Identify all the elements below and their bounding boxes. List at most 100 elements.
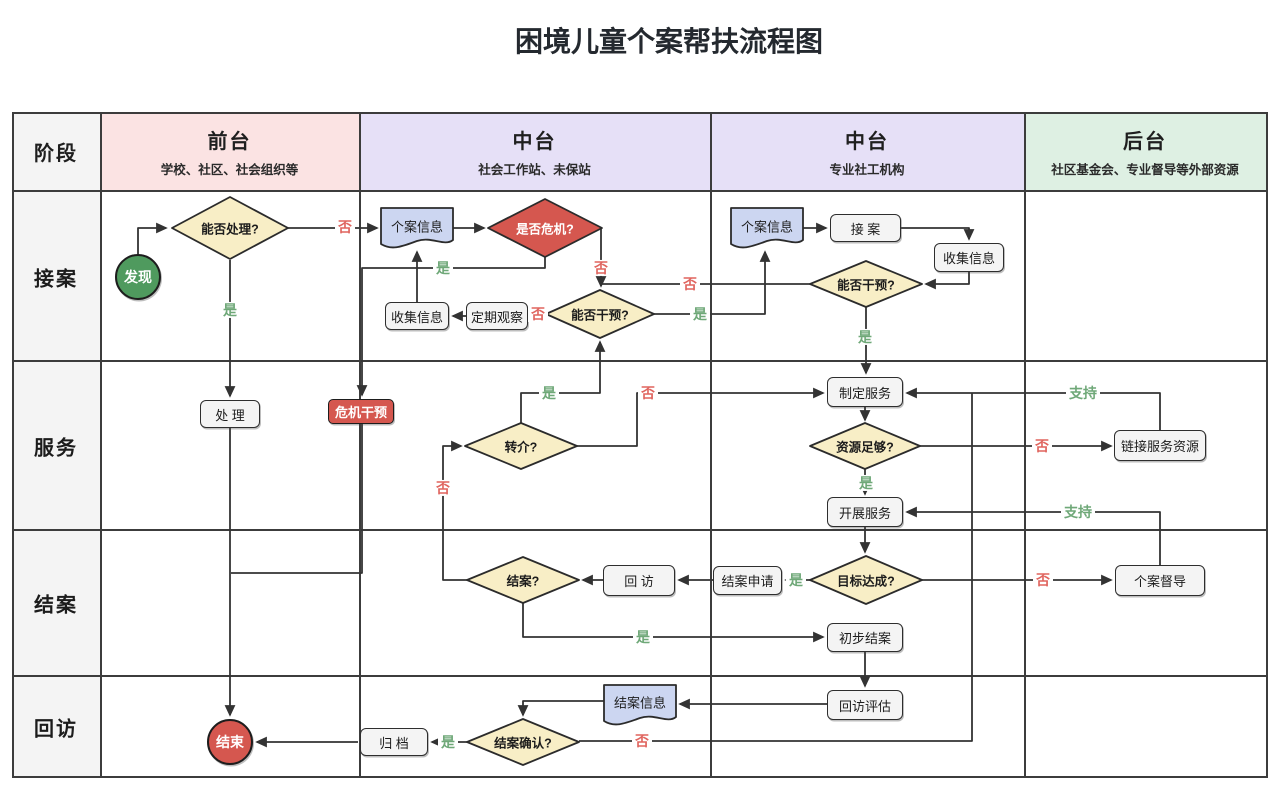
stage-header: 阶段 [12, 112, 100, 191]
edge-refer-yes [520, 340, 606, 423]
decision-label-close-q: 结案? [506, 574, 540, 589]
start-node: 发现 [115, 254, 161, 300]
lane-subtitle: 学校、社区、社会组织等 [160, 163, 299, 177]
edge-label-close-q-yes: 是 [633, 628, 653, 646]
grid-line [1266, 112, 1268, 778]
edge-closeconfirm-no-feedback [579, 393, 973, 742]
process-archive: 归 档 [360, 728, 428, 756]
lane-title: 中台 [512, 131, 557, 153]
decision-goal-achieved [809, 555, 923, 605]
lane-title: 后台 [1123, 131, 1167, 153]
lane-subtitle: 社区基金会、专业督导等外部资源 [1051, 163, 1239, 177]
lane-header-front: 前台 学校、社区、社会组织等 [100, 112, 359, 191]
edge-canintervene-mid-yes [654, 250, 771, 315]
edge-label-can-handle-yes: 是 [220, 301, 240, 319]
end-node: 结束 [207, 719, 253, 765]
decision-can-intervene-right [809, 260, 923, 308]
lane-header-middle2: 中台 专业社工机构 [710, 112, 1024, 191]
decision-can-intervene-mid [545, 289, 655, 339]
edge-label-resource-no: 否 [1032, 437, 1052, 455]
edge-accept-to-collect [901, 227, 975, 241]
document-label-close-info: 结案信息 [613, 695, 667, 711]
edge-label-close-q-no: 否 [433, 479, 453, 497]
edge-label-supervise-support: 支持 [1061, 503, 1095, 521]
edge-label-can-handle-no: 否 [335, 218, 355, 236]
decision-label-close-confirm: 结案确认? [494, 736, 552, 751]
decision-can-handle [171, 196, 289, 260]
decision-label-enough-resource: 资源足够? [836, 440, 894, 455]
process-handle: 处 理 [200, 400, 260, 428]
row-label-closing: 结案 [34, 594, 78, 617]
document-label-case-info-right: 个案信息 [740, 219, 794, 235]
edge-label-goal-yes: 是 [786, 571, 806, 589]
edge-refer-no [577, 387, 825, 447]
decision-refer [464, 422, 578, 470]
edge-supervise-support [905, 506, 1161, 565]
grid-line [12, 112, 1268, 114]
edge-label-can-intervene-mid-yes: 是 [690, 305, 710, 323]
grid-line [12, 529, 1268, 531]
grid-line [12, 675, 1268, 677]
document-label-case-info-mid: 个案信息 [390, 219, 444, 235]
row-label-service: 服务 [34, 437, 78, 460]
process-collect-info-right: 收集信息 [934, 243, 1004, 272]
edge-label-refer-yes: 是 [539, 384, 559, 402]
process-crisis-intervention: 危机干预 [328, 399, 394, 424]
grid-line [12, 190, 1268, 192]
decision-close-q [466, 556, 580, 604]
lane-back-header-bg [1024, 112, 1266, 191]
edge-label-goal-no: 否 [1033, 571, 1053, 589]
edge-closeinfo-to-confirm [517, 700, 604, 717]
lane-title: 中台 [845, 131, 889, 153]
edge-link-support [905, 387, 1161, 430]
edge-label-can-intervene-mid-no: 否 [528, 305, 548, 323]
edge-label-is-crisis-no: 否 [591, 259, 611, 277]
document-close-info [603, 684, 677, 726]
page-title: 困境儿童个案帮扶流程图 [514, 26, 823, 57]
lane-middle1-header-bg [359, 112, 710, 191]
lane-middle2-header-bg [710, 112, 1024, 191]
process-supervise: 个案督导 [1115, 565, 1205, 596]
document-case-info-mid [380, 207, 454, 249]
process-do-service: 开展服务 [827, 497, 903, 527]
edge-close-no-loop [442, 440, 467, 581]
lane-header-middle1: 中台 社会工作站、未保站 [359, 112, 710, 191]
lane-subtitle: 社会工作站、未保站 [478, 163, 591, 177]
decision-label-refer: 转介? [504, 440, 538, 455]
edge-start-to-can-handle [137, 222, 168, 254]
process-revisit-eval: 回访评估 [827, 690, 903, 720]
process-pre-close: 初步结案 [827, 623, 903, 652]
edge-label-resource-yes: 是 [856, 474, 876, 492]
edge-label-can-intervene-right-yes: 是 [855, 328, 875, 346]
grid-line [100, 112, 102, 778]
edge-closeq-yes [522, 603, 825, 643]
decision-is-crisis [487, 198, 603, 258]
edge-label-can-intervene-right-no: 否 [680, 275, 700, 293]
grid-line [1024, 112, 1026, 778]
lane-subtitle: 专业社工机构 [829, 163, 905, 177]
grid-line [12, 360, 1268, 362]
decision-label-can-intervene-right: 能否干预? [837, 278, 895, 293]
lane-front-header-bg [100, 112, 359, 191]
edge-label-link-support: 支持 [1066, 384, 1100, 402]
lane-header-back: 后台 社区基金会、专业督导等外部资源 [1024, 112, 1266, 191]
row-label-revisit: 回访 [34, 718, 78, 741]
edge-label-is-crisis-yes: 是 [433, 259, 453, 277]
decision-label-can-handle: 能否处理? [201, 222, 259, 237]
stage-header-bg [12, 112, 100, 191]
decision-label-is-crisis: 是否危机? [516, 222, 574, 237]
edge-iscrisis-yes [356, 257, 546, 397]
process-periodic-observe: 定期观察 [466, 302, 528, 330]
grid-line [359, 112, 361, 778]
decision-label-can-intervene-mid: 能否干预? [571, 308, 629, 323]
stage-header-label: 阶段 [34, 143, 78, 165]
grid-line [12, 776, 1268, 778]
decision-close-confirm [466, 718, 580, 766]
document-case-info-right [730, 207, 804, 249]
decision-enough-resource [809, 422, 921, 470]
edge-label-confirm-no: 否 [632, 732, 652, 750]
process-collect-info-mid: 收集信息 [385, 302, 449, 330]
process-revisit: 回 访 [603, 565, 675, 596]
lane-title: 前台 [207, 131, 252, 153]
